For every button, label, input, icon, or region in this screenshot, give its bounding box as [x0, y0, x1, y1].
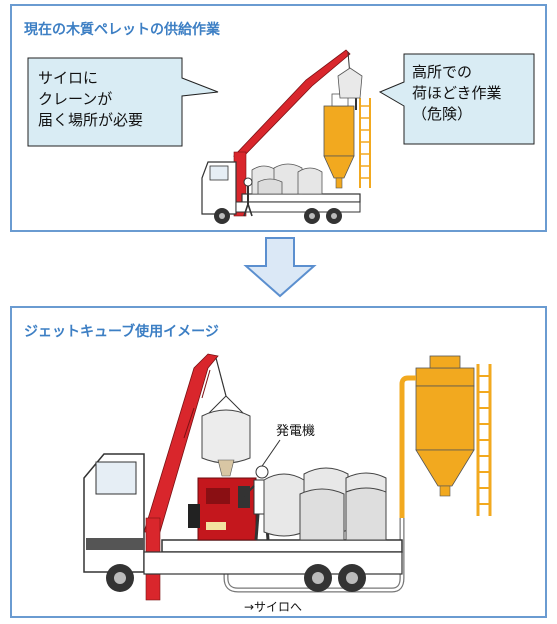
- callout-left-line: クレーンが: [38, 90, 113, 108]
- down-arrow-icon: [243, 237, 317, 298]
- callout-right-bubble: [378, 53, 535, 145]
- truck-icon: [83, 453, 403, 592]
- callout-right-line: 高所での: [412, 63, 473, 81]
- hanging-bag-icon: [337, 67, 363, 99]
- callout-left-text: サイロに クレーンが 届く場所が必要: [38, 68, 143, 131]
- bags-on-truck-icon: [263, 467, 387, 541]
- callout-left-line: 届く場所が必要: [38, 111, 144, 129]
- hanging-bag-icon: [201, 395, 251, 477]
- top-illustration: [27, 49, 535, 224]
- bags-on-truck-icon: [251, 163, 323, 195]
- bottom-panel-title: ジェットキューブ使用イメージ: [24, 324, 219, 340]
- generator-icon: [188, 477, 257, 541]
- truck-icon: [201, 161, 361, 224]
- bottom-illustration: [83, 353, 492, 601]
- top-panel-title: 現在の木質ペレットの供給作業: [24, 22, 220, 38]
- silo-icon: [399, 355, 492, 518]
- generator-label: 発電機: [276, 424, 316, 439]
- silo-icon: [323, 93, 371, 189]
- bottom-panel: ジェットキューブ使用イメージ: [10, 306, 547, 618]
- callout-left-bubble: [27, 57, 219, 147]
- callout-left-line: サイロに: [38, 69, 99, 87]
- callout-right-text: 高所での 荷ほどき作業 （危険）: [412, 62, 502, 125]
- hose-label: →サイロへ: [244, 600, 303, 614]
- top-panel: 現在の木質ペレットの供給作業: [10, 4, 547, 232]
- callout-right-line: （危険）: [412, 105, 473, 123]
- worker-near-truck-icon: [243, 177, 253, 217]
- callout-right-line: 荷ほどき作業: [412, 84, 502, 102]
